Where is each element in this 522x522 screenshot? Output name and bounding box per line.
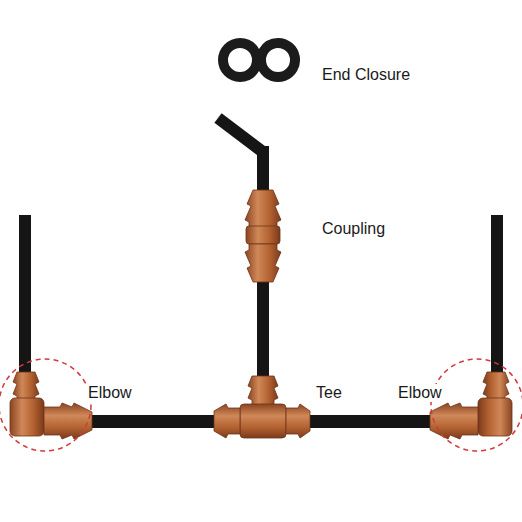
coupling-fitting (245, 190, 281, 282)
coupling-barb (245, 244, 281, 282)
part-label: Elbow (86, 384, 134, 402)
drip-tube (302, 415, 432, 428)
tee-body (240, 404, 286, 438)
tee-barb (248, 376, 278, 406)
drip-tube (257, 276, 269, 382)
part-label: End Closure (320, 66, 412, 84)
coupling-barb (245, 190, 281, 228)
part-label: Tee (314, 384, 344, 402)
elbow-fitting (10, 372, 92, 439)
part-label: Coupling (320, 220, 387, 238)
coupling-body (246, 226, 280, 244)
end-closure (218, 38, 300, 82)
part-label: Elbow (396, 384, 444, 402)
tee-barb (286, 404, 310, 438)
drip-tube (19, 215, 31, 375)
drip-tube (491, 215, 503, 375)
drip-tube (218, 118, 263, 152)
elbow-fitting (430, 372, 512, 439)
highlight-circle (0, 359, 91, 451)
tee-barb (214, 404, 240, 438)
highlight-circle (431, 359, 522, 451)
tee-fitting (214, 376, 310, 438)
drip-tube (90, 415, 214, 428)
